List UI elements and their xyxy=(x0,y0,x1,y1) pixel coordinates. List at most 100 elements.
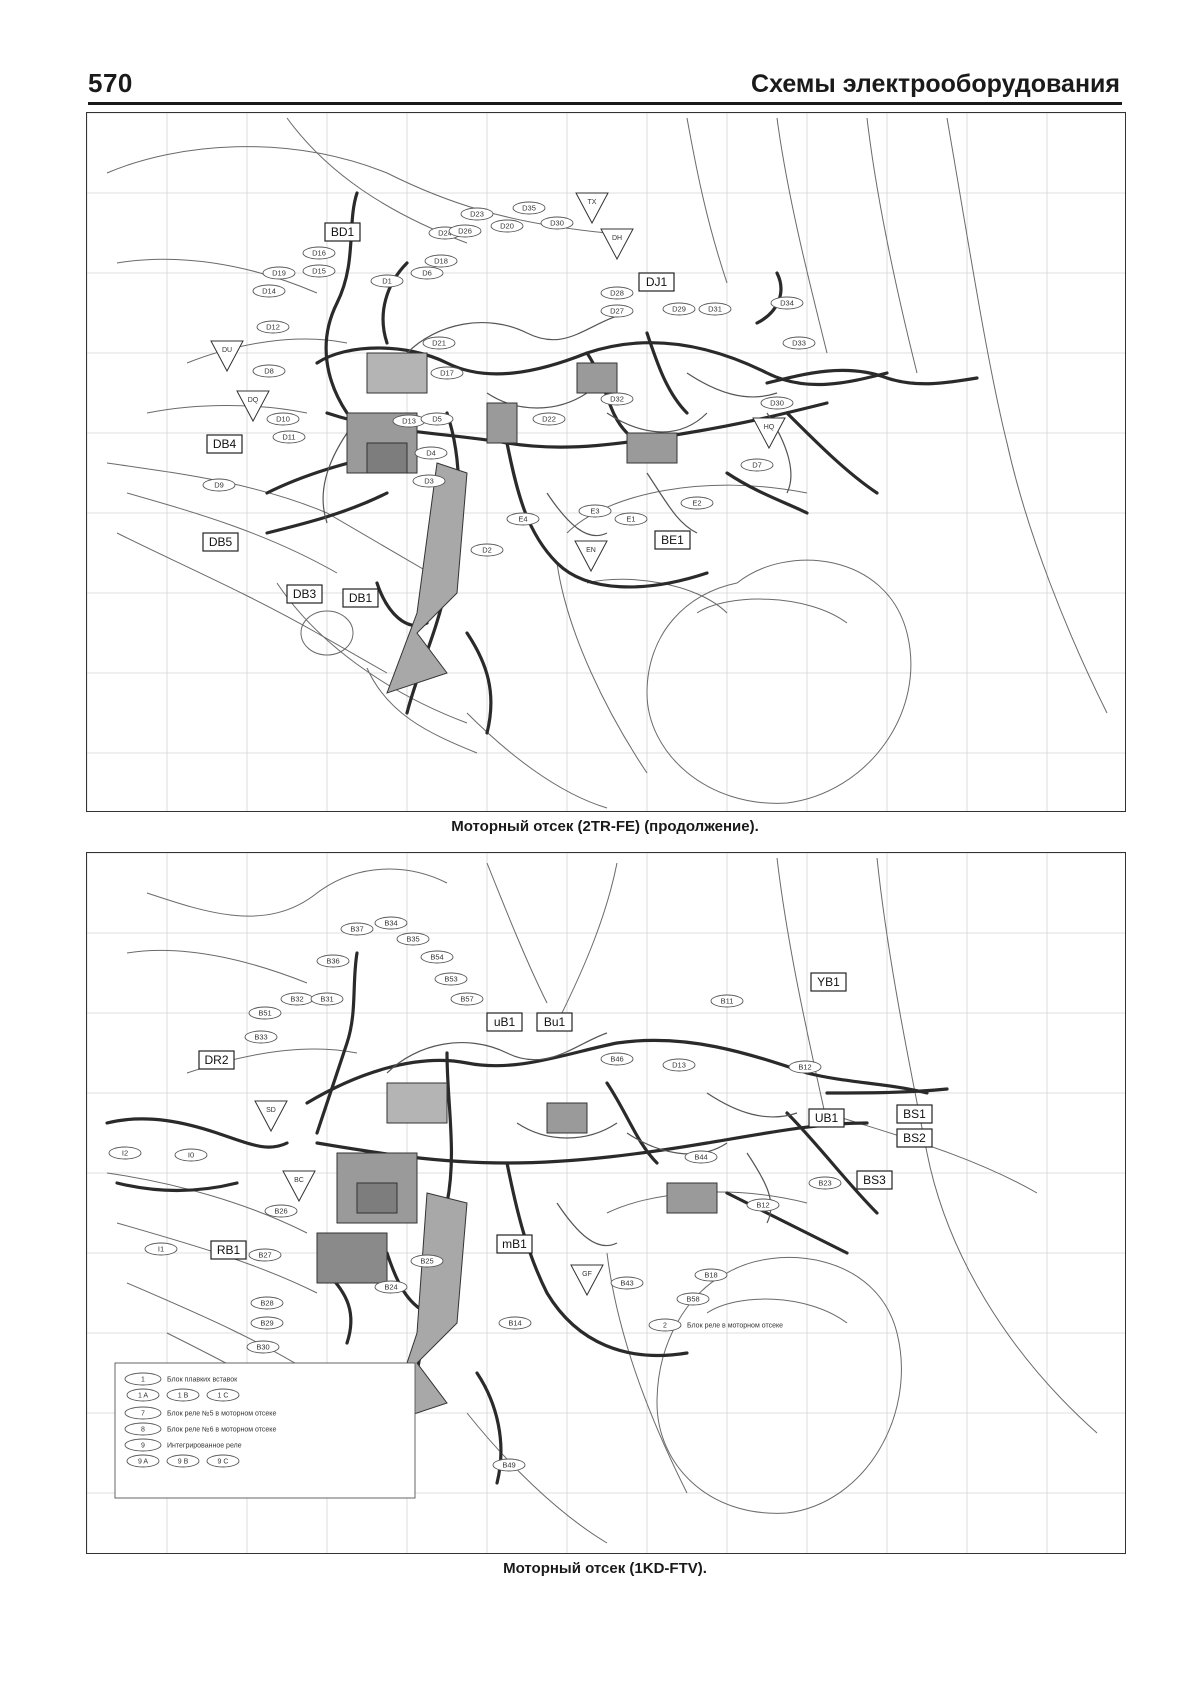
svg-text:1 C: 1 C xyxy=(218,1393,229,1400)
svg-text:GF: GF xyxy=(582,1271,592,1278)
ground-point-dh: DH xyxy=(600,228,634,261)
connector-label-ub1: uB1 xyxy=(486,1012,523,1032)
svg-text:1: 1 xyxy=(141,1377,145,1384)
svg-text:1 A: 1 A xyxy=(138,1393,148,1400)
svg-text:D1: D1 xyxy=(382,277,392,286)
connector-tag-i2: I2 xyxy=(108,1146,142,1160)
connector-label-bu1: Bu1 xyxy=(536,1012,573,1032)
svg-text:B27: B27 xyxy=(258,1251,271,1260)
svg-text:B37: B37 xyxy=(350,925,363,934)
svg-text:BS2: BS2 xyxy=(903,1131,926,1145)
svg-text:B14: B14 xyxy=(508,1319,521,1328)
connector-tag-b24: B24 xyxy=(374,1280,408,1294)
svg-text:D22: D22 xyxy=(542,415,556,424)
connector-tag-d30: D30 xyxy=(760,396,794,410)
connector-tag-d2: D2 xyxy=(470,543,504,557)
svg-text:DB1: DB1 xyxy=(349,591,373,605)
svg-text:B49: B49 xyxy=(502,1461,515,1470)
ground-point-gf: GF xyxy=(570,1264,604,1297)
svg-text:DU: DU xyxy=(222,347,232,354)
svg-text:BD1: BD1 xyxy=(331,225,355,239)
connector-tag-d8: D8 xyxy=(252,364,286,378)
connector-tag-e2: E2 xyxy=(680,496,714,510)
svg-text:B44: B44 xyxy=(694,1153,707,1162)
ground-point-du: DU xyxy=(210,340,244,373)
svg-text:D23: D23 xyxy=(470,210,484,219)
svg-text:D24: D24 xyxy=(438,229,452,238)
connector-tag-b36: B36 xyxy=(316,954,350,968)
svg-text:D19: D19 xyxy=(272,269,286,278)
connector-tag-b12: B12 xyxy=(788,1060,822,1074)
svg-text:D8: D8 xyxy=(264,367,274,376)
connector-label-mb1: mB1 xyxy=(496,1234,533,1254)
legend-row-1: 1 Блок плавких вставок 1 A 1 B 1 C xyxy=(124,1372,240,1402)
connector-tag-b29: B29 xyxy=(250,1316,284,1330)
svg-text:D6: D6 xyxy=(422,269,432,278)
connector-tag-b51: B51 xyxy=(248,1006,282,1020)
connector-tag-d16: D16 xyxy=(302,246,336,260)
connector-tag-d31: D31 xyxy=(698,302,732,316)
svg-text:E4: E4 xyxy=(518,515,527,524)
svg-text:Блок плавких вставок: Блок плавких вставок xyxy=(167,1377,238,1384)
connector-tag-b46: B46 xyxy=(600,1052,634,1066)
connector-tag-b18: B18 xyxy=(694,1268,728,1282)
connector-tag-b49: B49 xyxy=(492,1458,526,1472)
svg-text:D12: D12 xyxy=(266,323,280,332)
connector-label-rb1: RB1 xyxy=(210,1240,247,1260)
caption-engine-1kd-ftv: Моторный отсек (1KD-FTV). xyxy=(503,1560,707,1577)
connector-tag-d1: D1 xyxy=(370,274,404,288)
svg-text:D13: D13 xyxy=(672,1061,686,1070)
svg-text:D26: D26 xyxy=(458,227,472,236)
connector-tag-b34: B34 xyxy=(374,916,408,930)
svg-text:Bu1: Bu1 xyxy=(544,1015,566,1029)
svg-text:I1: I1 xyxy=(158,1245,164,1254)
connector-tag-d14: D14 xyxy=(252,284,286,298)
connector-tag-d3: D3 xyxy=(412,474,446,488)
connector-tag-d17: D17 xyxy=(430,366,464,380)
svg-text:7: 7 xyxy=(141,1411,145,1418)
svg-text:9 B: 9 B xyxy=(178,1459,189,1466)
connector-tag-b30: B30 xyxy=(246,1340,280,1354)
svg-text:E3: E3 xyxy=(590,507,599,516)
svg-text:uB1: uB1 xyxy=(494,1015,516,1029)
svg-text:Блок реле №6 в моторном отсеке: Блок реле №6 в моторном отсеке xyxy=(167,1427,276,1434)
page-title: Схемы электрооборудования xyxy=(751,70,1120,98)
svg-text:B24: B24 xyxy=(384,1283,397,1292)
connector-tag-d20: D20 xyxy=(490,219,524,233)
svg-text:D30: D30 xyxy=(770,399,784,408)
svg-text:DH: DH xyxy=(612,235,622,242)
connector-tag-d34: D34 xyxy=(770,296,804,310)
connector-tag-d30: D30 xyxy=(540,216,574,230)
svg-text:D27: D27 xyxy=(610,307,624,316)
svg-text:BE1: BE1 xyxy=(661,533,684,547)
connector-tag-b31: B31 xyxy=(310,992,344,1006)
connector-tag-d7: D7 xyxy=(740,458,774,472)
connector-tag-d10: D10 xyxy=(266,412,300,426)
svg-text:D5: D5 xyxy=(432,415,442,424)
svg-text:1 B: 1 B xyxy=(178,1393,189,1400)
svg-text:UB1: UB1 xyxy=(815,1111,839,1125)
connector-label-db4: DB4 xyxy=(206,434,243,454)
svg-text:D20: D20 xyxy=(500,222,514,231)
svg-text:B32: B32 xyxy=(290,995,303,1004)
svg-text:D34: D34 xyxy=(780,299,794,308)
svg-text:B53: B53 xyxy=(444,975,457,984)
ground-point-dq: DQ xyxy=(236,390,270,423)
svg-text:B12: B12 xyxy=(756,1201,769,1210)
svg-text:B25: B25 xyxy=(420,1257,433,1266)
connector-label-dr2: DR2 xyxy=(198,1050,235,1070)
svg-text:D2: D2 xyxy=(482,546,492,555)
connector-tag-i0: I0 xyxy=(174,1148,208,1162)
svg-text:B34: B34 xyxy=(384,919,397,928)
connector-tag-e4: E4 xyxy=(506,512,540,526)
svg-text:B51: B51 xyxy=(258,1009,271,1018)
connector-tag-d32: D32 xyxy=(600,392,634,406)
connector-tag-d6: D6 xyxy=(410,266,444,280)
connector-tag-d15: D15 xyxy=(302,264,336,278)
svg-text:Блок реле в моторном отсеке: Блок реле в моторном отсеке xyxy=(687,1323,783,1330)
